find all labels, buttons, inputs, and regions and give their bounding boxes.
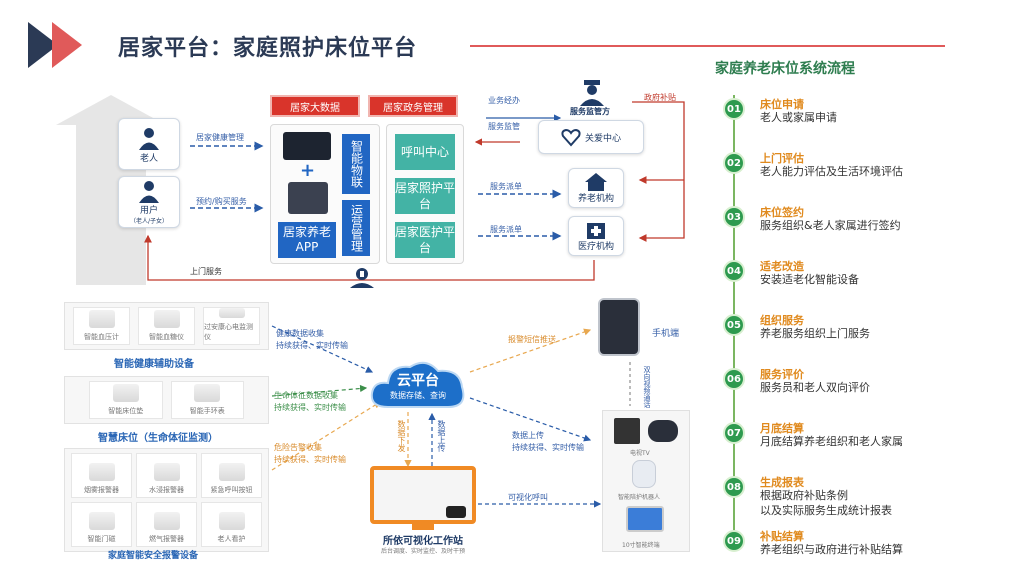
flow-step-desc: 老人能力评估及生活环境评估 [760,164,903,179]
label-visual-call: 可视化呼叫 [508,492,548,503]
workstation-camera [446,506,466,518]
flow-step-number: 02 [723,152,745,174]
flow-title: 家庭养老床位系统流程 [715,58,855,78]
flow-step-number: 06 [723,368,745,390]
flow-step-desc: 老人或家属申请 [760,110,837,125]
tablet-label: 10寸智能终端 [622,540,660,549]
workstation-sub: 后台调度、实时监控、及时干预 [360,546,486,555]
camera-device [648,420,678,442]
phone-label: 手机端 [652,326,679,339]
label-data-down: 数据下发 [396,420,407,452]
flow-step-number: 09 [723,530,745,552]
flow-step-desc: 安装适老化智能设备 [760,272,859,287]
tablet-device [626,506,664,532]
flow-step-desc: 养老服务组织上门服务 [760,326,870,341]
flow-step-desc: 服务员和老人双向评价 [760,380,870,395]
label-vital-collect: 生命体征数据收集 [274,390,338,401]
tv-label: 电视TV [630,448,650,457]
workstation-label: 所依可视化工作站 [368,532,478,547]
flow-step-number: 07 [723,422,745,444]
cloud-sub: 数据存储、查询 [368,390,468,401]
label-alarm-collect: 危险告警收集 [274,442,322,453]
label-health-stream: 持续获得、实时传输 [276,340,348,351]
label-alarm-push: 报警短信推送 [508,334,556,345]
flow-step-desc: 月底结算养老组织和老人家属 [760,434,903,449]
cloud-title: 云平台 [368,370,468,390]
label-alarm-stream: 持续获得、实时传输 [274,454,346,465]
robot-device [632,460,656,488]
dual-video-label: 双向视频通话 [642,366,652,408]
phone-device [598,298,640,356]
label-data-upload: 数据上传 [512,430,544,441]
flow-step-number: 08 [723,476,745,498]
flow-step-desc: 根据政府补贴条例 以及实际服务生成统计报表 [760,488,892,518]
flow-step-number: 01 [723,98,745,120]
flow-step-number: 04 [723,260,745,282]
workstation-stand [412,524,434,530]
label-vital-stream: 持续获得、实时传输 [274,402,346,413]
flow-step-desc: 服务组织&老人家属进行签约 [760,218,901,233]
flow-step-number: 03 [723,206,745,228]
robot-label: 智能陪护机器人 [618,492,660,501]
flow-step-number: 05 [723,314,745,336]
label-health-collect: 健康数据收集 [276,328,324,339]
flow-step-desc: 养老组织与政府进行补贴结算 [760,542,903,557]
label-data-up-vertical: 数据上传 [436,420,447,452]
tv-device [614,418,640,444]
label-data-upload-stream: 持续获得、实时传输 [512,442,584,453]
